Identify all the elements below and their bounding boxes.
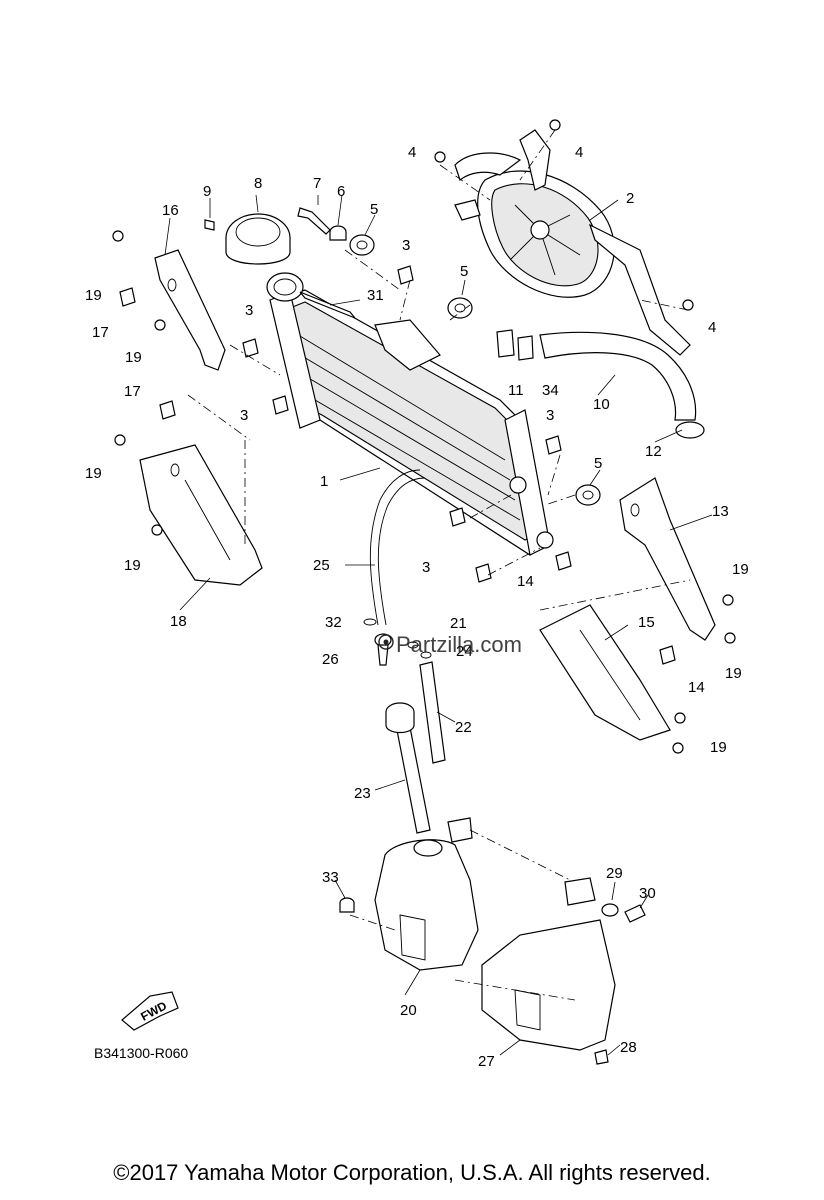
collar-6	[329, 225, 347, 241]
side-cover-18	[139, 444, 263, 586]
side-cover-15	[539, 604, 671, 741]
callout-14: 14	[517, 573, 534, 590]
callout-27: 27	[478, 1053, 495, 1070]
hose-22	[419, 661, 446, 764]
screw-9	[204, 219, 215, 231]
fitting-11	[496, 329, 515, 358]
callout-8: 8	[254, 175, 262, 192]
fitting-34	[517, 335, 534, 361]
diagram-code: B341300-R060	[94, 1045, 188, 1061]
cooling-fan-assembly	[454, 129, 691, 356]
nut-17a	[119, 287, 136, 307]
callout-4: 4	[408, 144, 416, 161]
leader-lines	[164, 194, 713, 1056]
fwd-arrow-icon: FWD	[121, 991, 179, 1031]
callout-10: 10	[593, 396, 610, 413]
callout-19: 19	[85, 287, 102, 304]
callout-14: 14	[688, 679, 705, 696]
assembly-lines	[187, 129, 691, 1001]
callout-3: 3	[422, 559, 430, 576]
callout-26: 26	[322, 651, 339, 668]
callout-3: 3	[546, 407, 554, 424]
callout-9: 9	[203, 183, 211, 200]
callout-5: 5	[370, 201, 378, 218]
bolt-28	[594, 1049, 609, 1065]
nut-14a	[555, 551, 572, 571]
bolt-7	[297, 207, 331, 235]
nut-17b	[159, 400, 176, 420]
radiator-cap	[225, 213, 291, 265]
callout-19: 19	[710, 739, 727, 756]
hose-10	[539, 331, 697, 421]
callout-22: 22	[455, 719, 472, 736]
callout-12: 12	[645, 443, 662, 460]
callout-28: 28	[620, 1039, 637, 1056]
bolt-30	[624, 904, 646, 923]
callout-30: 30	[639, 885, 656, 902]
watermark: Partzilla.com	[396, 632, 522, 657]
callout-3: 3	[240, 407, 248, 424]
clip-21-24	[407, 641, 432, 659]
callout-1: 1	[320, 473, 328, 490]
nut-14b	[659, 645, 676, 665]
callout-15: 15	[638, 614, 655, 631]
copyright-notice: ©2017 Yamaha Motor Corporation, U.S.A. A…	[113, 1160, 711, 1185]
callout-34: 34	[542, 382, 559, 399]
tank-cap-assembly	[385, 702, 415, 734]
callout-7: 7	[313, 175, 321, 192]
washer-29	[601, 903, 619, 917]
callout-19: 19	[732, 561, 749, 578]
clip-32	[363, 618, 377, 626]
callout-25: 25	[313, 557, 330, 574]
callout-19: 19	[725, 665, 742, 682]
bracket-13	[619, 477, 716, 641]
callout-2: 2	[626, 190, 634, 207]
callout-16: 16	[162, 202, 179, 219]
callout-3: 3	[402, 237, 410, 254]
grommet-5b	[447, 297, 473, 319]
fasteners	[112, 119, 736, 754]
grommet-5a	[349, 234, 375, 256]
callout-33: 33	[322, 869, 339, 886]
callout-24: 24	[456, 643, 473, 660]
reservoir-tank-20	[374, 817, 479, 971]
grommet-5c	[575, 484, 601, 506]
damper-33	[339, 897, 355, 913]
tank-cover-27	[481, 877, 616, 1051]
callout-5: 5	[460, 263, 468, 280]
callout-4: 4	[708, 319, 716, 336]
bracket-16	[154, 249, 226, 371]
callout-23: 23	[354, 785, 371, 802]
callout-21: 21	[450, 615, 467, 632]
callout-labels: 1 2 3 3 3 3 3 4 4 4 5 5 5 6 7 8 9 10 11 …	[85, 144, 749, 1070]
callout-31: 31	[367, 287, 384, 304]
breather-hose-25	[369, 469, 426, 626]
callout-6: 6	[337, 183, 345, 200]
callout-13: 13	[712, 503, 729, 520]
callout-32: 32	[325, 614, 342, 631]
callout-5: 5	[594, 455, 602, 472]
callout-17: 17	[124, 383, 141, 400]
callout-29: 29	[606, 865, 623, 882]
callout-19: 19	[124, 557, 141, 574]
callout-11: 11	[508, 382, 524, 399]
callout-20: 20	[400, 1002, 417, 1019]
callout-18: 18	[170, 613, 187, 630]
hose-clamp-12	[675, 421, 705, 439]
callout-3: 3	[245, 302, 253, 319]
callout-4: 4	[575, 144, 583, 161]
callout-19: 19	[125, 349, 142, 366]
callout-19: 19	[85, 465, 102, 482]
hose-23	[394, 716, 431, 834]
radiator	[266, 272, 554, 556]
callout-17: 17	[92, 324, 109, 341]
cap-26	[374, 633, 392, 666]
watermark-logo-icon	[378, 634, 394, 650]
